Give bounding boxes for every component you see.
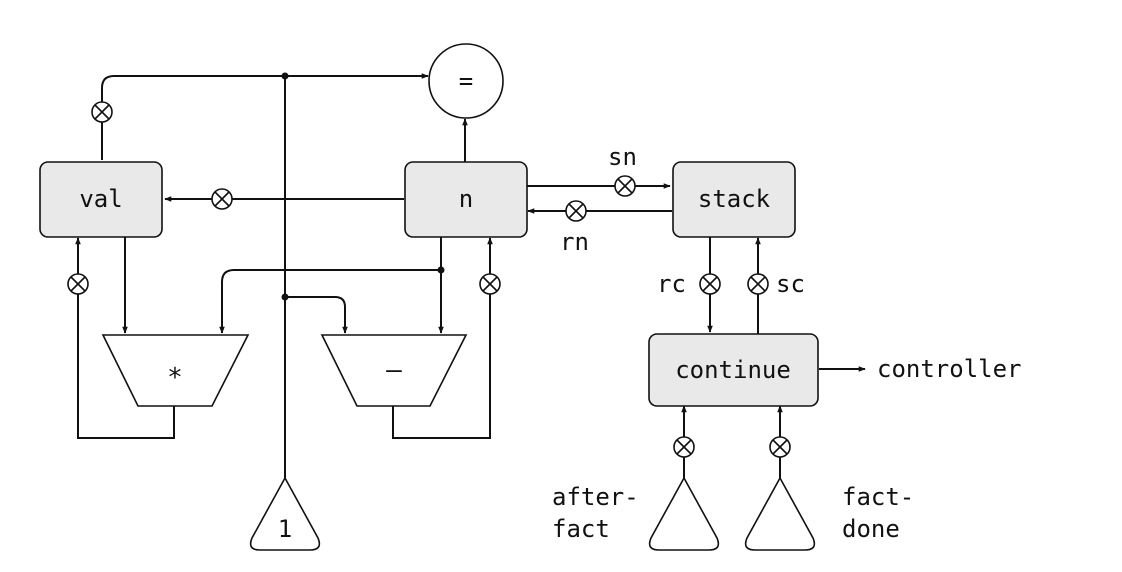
rn-button[interactable] (565, 200, 587, 222)
register-stack: stack (672, 161, 796, 238)
sn-label: sn (608, 143, 637, 171)
multiply-operation-label: * (167, 363, 183, 393)
rn-label: rn (560, 228, 589, 256)
subtract-operation: – (320, 334, 468, 407)
constant-one: 1 (249, 476, 321, 551)
junction-dot (437, 266, 445, 274)
junction-dot (281, 293, 289, 301)
constant-one-label: 1 (278, 515, 292, 543)
afterfact-label-line2: fact (552, 515, 610, 543)
register-val-label: val (79, 185, 122, 213)
equals-test-label: = (459, 67, 473, 95)
constant-factdone (744, 476, 816, 551)
sc-button[interactable] (747, 273, 769, 295)
n-to-val-button[interactable] (211, 188, 233, 210)
multiply-to-val-wire (75, 237, 175, 439)
constant-afterfact (648, 476, 720, 551)
rc-label: rc (657, 270, 686, 298)
register-n-label: n (459, 185, 473, 213)
subtract-to-n-button[interactable] (479, 273, 501, 295)
subtract-to-n-wire (392, 237, 493, 439)
register-continue-label: continue (675, 356, 791, 384)
register-continue: continue (648, 333, 819, 407)
equals-test: = (428, 43, 504, 119)
val-to-equals-wire (101, 73, 429, 160)
controller-label: controller (877, 355, 1022, 383)
afterfact-load-button[interactable] (673, 436, 695, 458)
afterfact-label-line1: after- (552, 483, 639, 511)
junction-dot (281, 72, 289, 80)
sc-label: sc (776, 270, 805, 298)
multiply-to-val-button[interactable] (67, 273, 89, 295)
rc-button[interactable] (699, 273, 721, 295)
register-n: n (404, 161, 528, 238)
factdone-label-line2: done (842, 515, 900, 543)
subtract-operation-label: – (386, 355, 402, 385)
val-load-button[interactable] (91, 101, 113, 123)
n-to-multiply-wire (219, 269, 441, 334)
one-to-subtract-wire (285, 296, 348, 334)
register-val: val (39, 161, 163, 238)
register-stack-label: stack (698, 185, 771, 213)
factdone-load-button[interactable] (769, 436, 791, 458)
sn-button[interactable] (614, 175, 636, 197)
factdone-label-line1: fact- (842, 483, 914, 511)
multiply-operation: * (101, 334, 250, 407)
